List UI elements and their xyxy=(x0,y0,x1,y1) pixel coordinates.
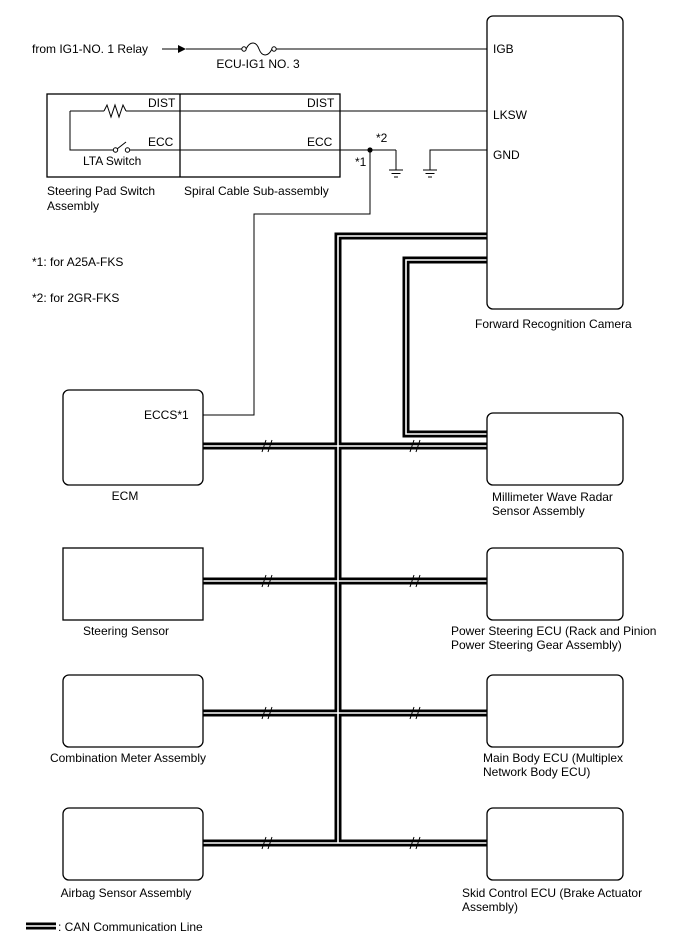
main-body-label-line1: Main Body ECU (Multiplex xyxy=(483,751,623,765)
camera-pin-igb: IGB xyxy=(493,42,514,56)
switch-contact-right xyxy=(124,147,131,153)
camera-label: Forward Recognition Camera xyxy=(475,317,632,331)
steering-pad-cable-box xyxy=(46,93,341,178)
ground-icon xyxy=(388,169,404,178)
main-body-box xyxy=(486,674,624,748)
pad-label-line1: Steering Pad Switch xyxy=(47,184,155,198)
switch-contact-left xyxy=(112,147,119,153)
note-2: *2: for 2GR-FKS xyxy=(32,291,119,305)
lta-switch-label: LTA Switch xyxy=(83,154,141,168)
eccs-wire xyxy=(203,150,371,416)
radar-label-line1: Millimeter Wave Radar xyxy=(492,490,613,504)
marker-2: *2 xyxy=(376,131,388,145)
camera-pin-lksw: LKSW xyxy=(493,108,528,122)
marker-1: *1 xyxy=(355,155,367,169)
switch-icon xyxy=(116,141,127,150)
legend-label: : CAN Communication Line xyxy=(58,920,203,934)
arrow-icon xyxy=(178,45,186,53)
ecm-pin: ECCS*1 xyxy=(144,408,189,422)
ecm-box xyxy=(62,389,204,486)
ecm-label: ECM xyxy=(112,489,139,503)
combination-meter-label: Combination Meter Assembly xyxy=(50,751,206,765)
skid-box xyxy=(486,807,624,881)
radar-label-line2: Sensor Assembly xyxy=(492,504,585,518)
steering-sensor-box xyxy=(62,547,204,621)
radar-box xyxy=(486,412,624,486)
steering-sensor-label: Steering Sensor xyxy=(83,624,169,638)
airbag-box xyxy=(62,807,204,881)
ground-icon xyxy=(422,169,438,178)
cable-dist-label: DIST xyxy=(307,96,335,110)
airbag-label: Airbag Sensor Assembly xyxy=(61,886,192,900)
fuse-terminal-right xyxy=(271,46,277,52)
camera-pin-gnd: GND xyxy=(493,148,520,162)
fuse-terminal-left xyxy=(241,46,247,52)
fuse-label: ECU-IG1 NO. 3 xyxy=(216,57,300,71)
pad-label-line2: Assembly xyxy=(47,199,99,213)
power-steering-label-line1: Power Steering ECU (Rack and Pinion xyxy=(451,624,656,638)
spiral-cable-label: Spiral Cable Sub-assembly xyxy=(184,184,329,198)
pad-ecc-label: ECC xyxy=(148,135,174,149)
source-label: from IG1-NO. 1 Relay xyxy=(32,42,148,56)
combination-meter-box xyxy=(62,674,204,748)
skid-label-line2: Assembly) xyxy=(462,900,518,914)
power-steering-box xyxy=(486,547,624,621)
cable-ecc-label: ECC xyxy=(307,135,333,149)
fuse-icon xyxy=(245,42,273,56)
power-steering-label-line2: Power Steering Gear Assembly) xyxy=(451,638,622,652)
pad-dist-label: DIST xyxy=(148,96,176,110)
skid-label-line1: Skid Control ECU (Brake Actuator xyxy=(462,886,642,900)
resistor-icon xyxy=(103,103,127,119)
can-bus xyxy=(203,232,488,850)
camera-box xyxy=(486,15,624,310)
main-body-label-line2: Network Body ECU) xyxy=(483,765,590,779)
note-1: *1: for A25A-FKS xyxy=(32,255,123,269)
